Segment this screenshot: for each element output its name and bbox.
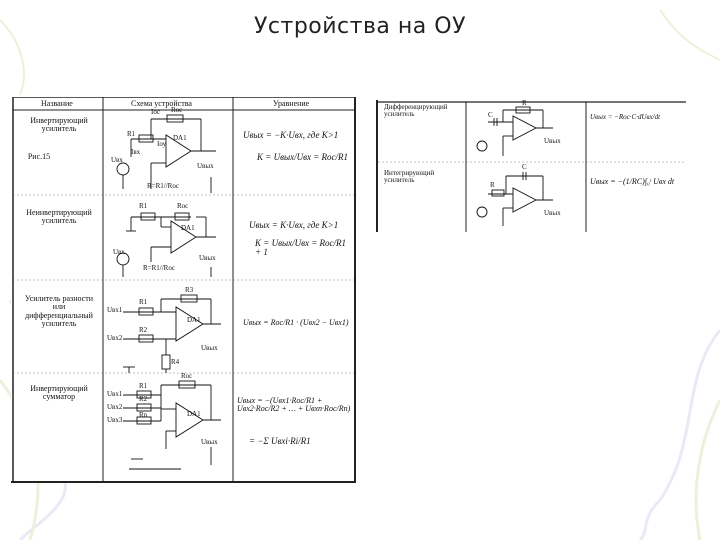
label-c-int: C (522, 163, 527, 171)
schematic-integrator (476, 172, 553, 226)
label-rn-s: Rn (139, 411, 148, 419)
label-da1-d: DA1 (187, 316, 201, 324)
equation-noninverting-1: Uвых = K·Uвх, где K>1 (249, 220, 339, 230)
row-name-noninverting: Неинвертирующий усилитель (26, 208, 92, 226)
row-name-inverting: Инвертирующий усилитель (30, 116, 88, 134)
label-r1-ni: R1 (139, 202, 148, 210)
schematic-differentiator (476, 106, 553, 156)
label-da1: DA1 (173, 134, 187, 142)
label-uin1-s: Uвх1 (107, 390, 123, 398)
label-uout-s: Uвых (201, 438, 218, 446)
table-grid (12, 97, 354, 481)
label-da1-ni: DA1 (181, 224, 195, 232)
equation-noninverting-2: K = Uвых/Uвх = Rос/R1 + 1 (255, 238, 347, 258)
header-equation: Уравнение (273, 99, 310, 108)
schematic-difference-amplifier (123, 294, 221, 373)
label-da1-s: DA1 (187, 410, 201, 418)
integrator-differentiator-table: Дифференцирующий усилитель C R Uвых Uвых… (376, 99, 686, 232)
equation-inverting-2: K = Uвых/Uвх = Rос/R1 (257, 152, 349, 162)
label-r-diff: R (522, 99, 527, 107)
row-name-differentiator: Дифференцирующий усилитель (384, 103, 448, 119)
header-schematic: Схема устройства (131, 99, 192, 108)
label-uin1-d: Uвх1 (107, 306, 123, 314)
label-ioc: Iос (151, 108, 161, 116)
label-r2-s: R2 (139, 395, 148, 403)
label-r-eq: R=R1//Roc (147, 182, 179, 190)
label-r4-d: R4 (171, 358, 180, 366)
label-uout-d: Uвых (201, 344, 218, 352)
label-uin2-d: Uвх2 (107, 334, 123, 342)
label-uin: Uвх (111, 156, 123, 164)
label-uout: Uвых (197, 162, 214, 170)
row-note: Рис.15 (27, 152, 51, 161)
label-uout-int: Uвых (544, 209, 561, 217)
row-name-difference: Усилитель разности или дифференциальный … (24, 294, 93, 329)
label-r-int: R (490, 181, 495, 189)
label-r1-d: R1 (139, 298, 148, 306)
right-table-grid (378, 101, 686, 232)
label-roc-s: Roc (181, 372, 193, 380)
label-iin: Iвх (131, 148, 141, 156)
schematic-noninverting-amplifier (116, 212, 216, 277)
header-name: Название (41, 99, 73, 108)
label-r1-s: R1 (139, 382, 148, 390)
label-uin-ni: Uвх (113, 248, 125, 256)
label-r3-d: R3 (185, 286, 194, 294)
label-uout-ni: Uвых (199, 254, 216, 262)
label-uout-diff: Uвых (544, 137, 561, 145)
row-name-summer: Инвертирующий сумматор (30, 384, 88, 402)
label-roc: Roc (171, 106, 183, 114)
equation-summer-2: = −Σ Uвхi·Ri/R1 (249, 436, 311, 446)
schematic-inverting-summer (123, 380, 221, 470)
equation-difference: Uвых = Rос/R1 · (Uвх2 − Uвх1) (243, 318, 349, 327)
label-ioy: Iоу (157, 140, 167, 148)
equation-differentiator: Uвых = −Rос·C·dUвх/dt (590, 113, 661, 121)
equation-inverting-1: Uвых = −K·Uвх, где K>1 (243, 130, 339, 140)
label-uin3-s: Uвх3 (107, 416, 123, 424)
label-r-eq-ni: R=R1//Roc (143, 264, 175, 272)
label-uin2-s: Uвх2 (107, 403, 123, 411)
row-name-integrator: Интегрирующий усилитель (384, 169, 435, 185)
slide-title: Устройства на ОУ (254, 14, 466, 39)
equation-integrator: Uвых = −(1/RC)∫₀ᵗ Uвх dt (590, 177, 675, 186)
label-c-diff: C (488, 111, 493, 119)
equation-summer-1: Uвых = −(Uвх1·Rос/R1 + Uвх2·Rос/R2 + … +… (237, 396, 351, 414)
label-r2-d: R2 (139, 326, 148, 334)
label-roc-ni: Roc (177, 202, 189, 210)
label-r1: R1 (127, 130, 136, 138)
schematic-inverting-amplifier (116, 114, 216, 193)
devices-table: Название Схема устройства Уравнение Инве… (11, 97, 356, 483)
